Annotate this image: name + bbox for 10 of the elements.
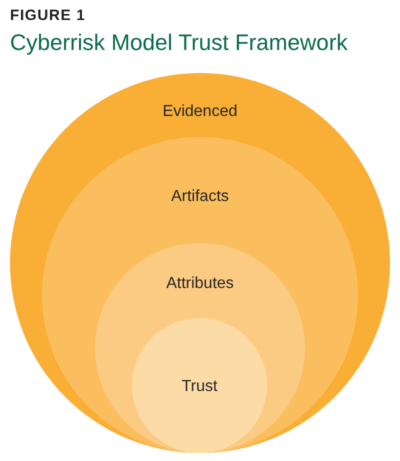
circle-label: Trust: [182, 377, 218, 397]
figure-number: FIGURE 1: [10, 7, 86, 24]
figure-title: Cyberrisk Model Trust Framework: [10, 30, 348, 56]
circle-label: Artifacts: [171, 187, 229, 207]
circle-label: Attributes: [166, 274, 234, 294]
circle-label: Evidenced: [162, 102, 238, 122]
circle: [42, 137, 358, 453]
circle: [10, 73, 390, 453]
circle: [95, 243, 305, 453]
circle: [132, 318, 267, 453]
